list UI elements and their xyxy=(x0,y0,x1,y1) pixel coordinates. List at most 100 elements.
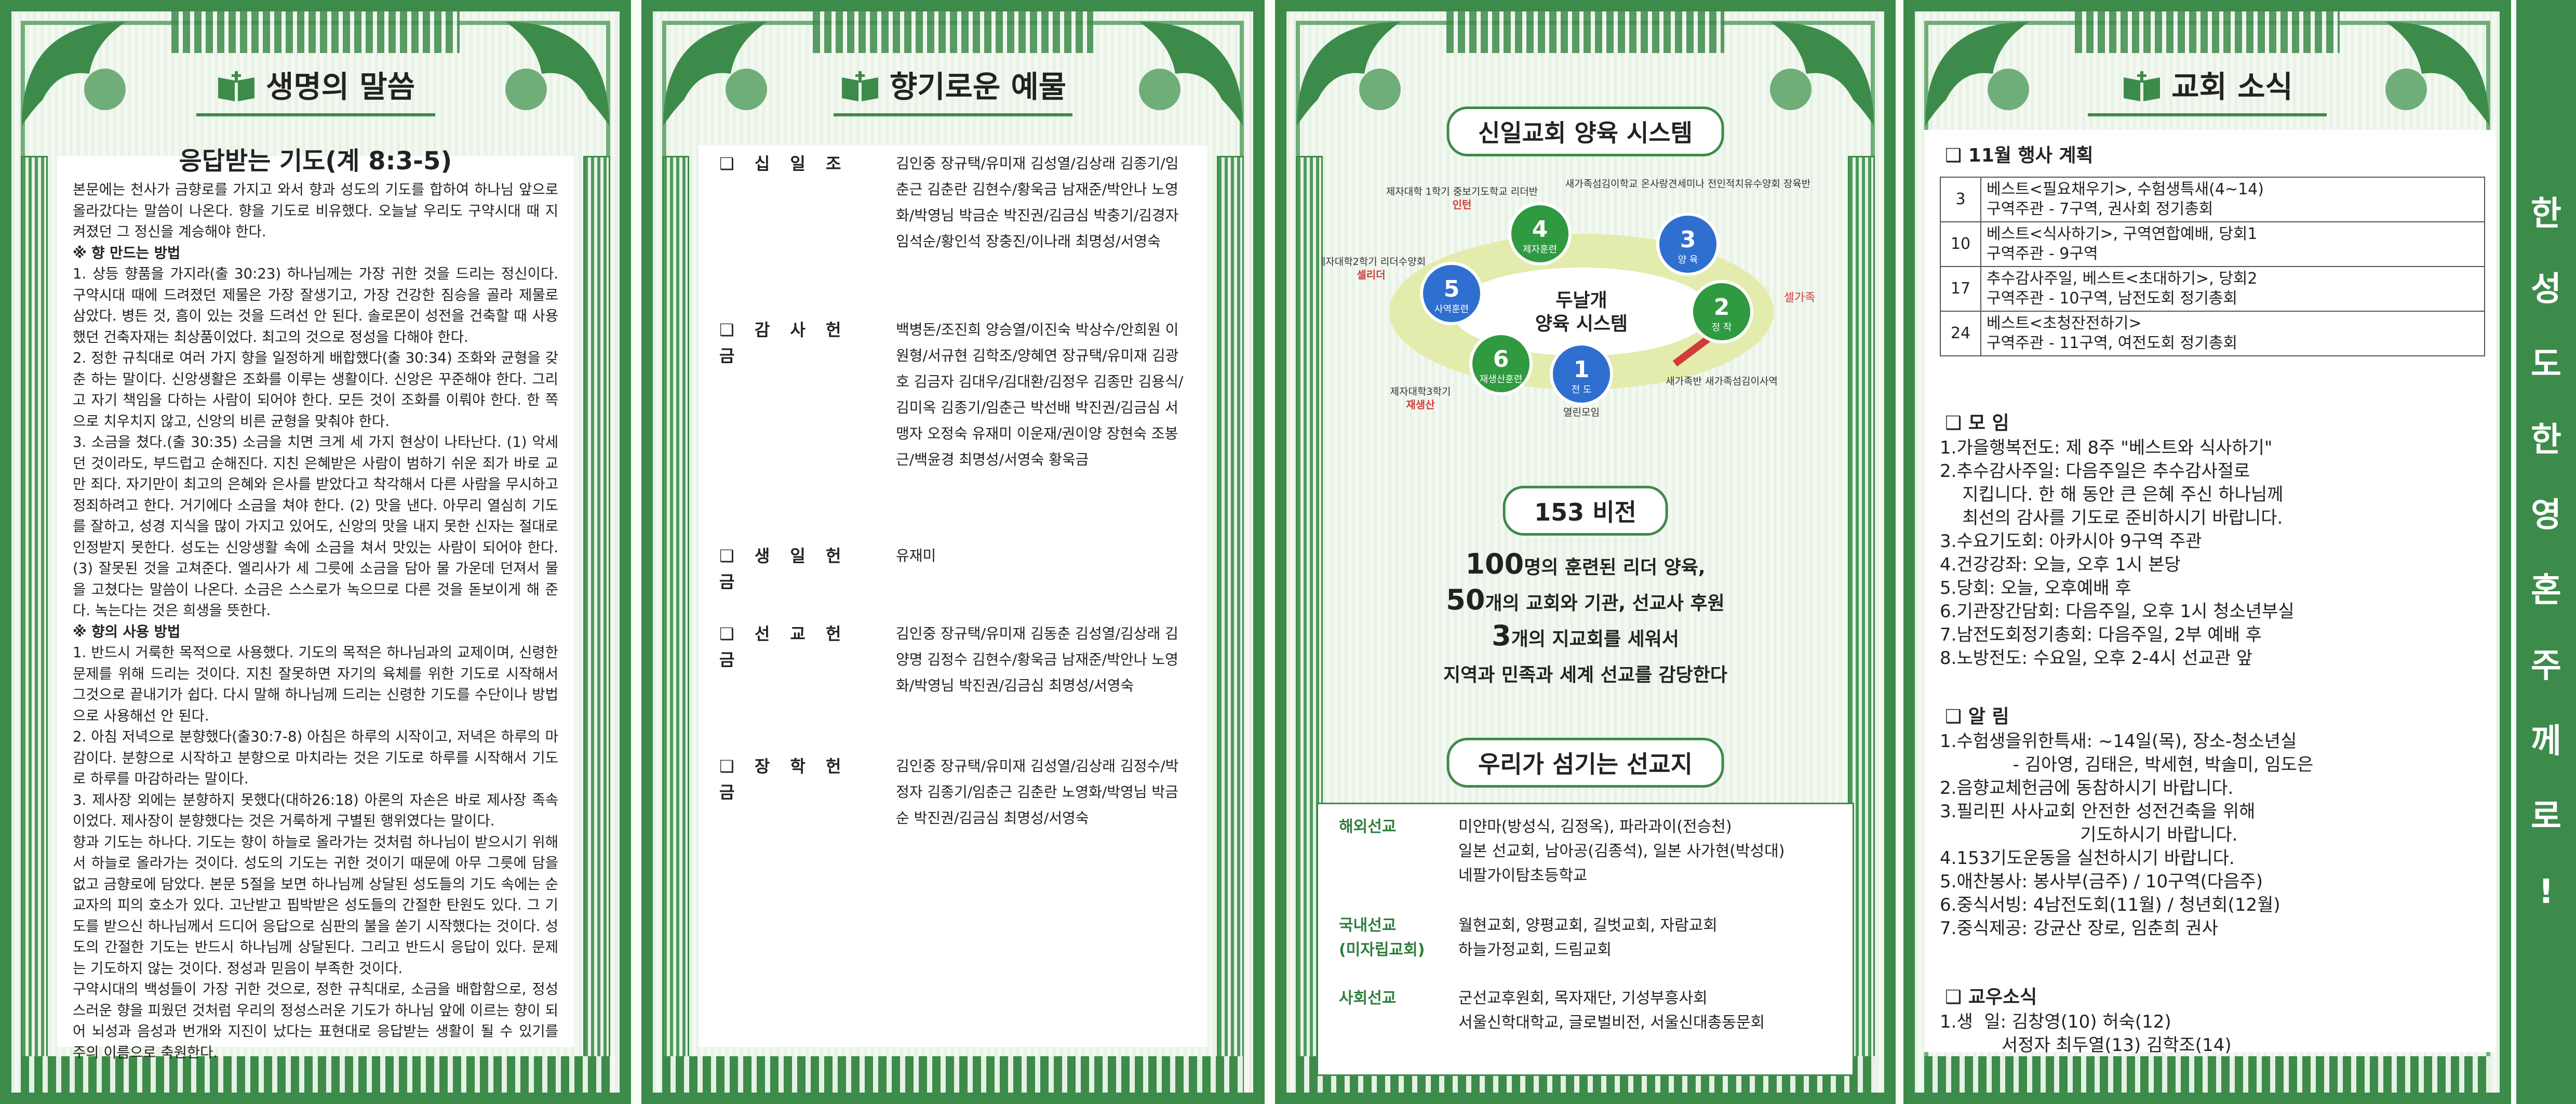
list-item: 4.153기도운동을 실천하시기 바랍니다. xyxy=(1940,848,2235,869)
mission-category: 국내선교 (미자립교회) xyxy=(1339,916,1425,959)
corner-ornament-icon xyxy=(1925,22,2029,126)
mission-title-badge: 우리가 섬기는 선교지 xyxy=(1446,738,1724,788)
stage-caption: 새가족섬김이학교 온사랑견세미나 전인적치유수양회 장육반 xyxy=(1565,178,1811,190)
offering-names: 유재미 xyxy=(896,547,936,564)
offering-label: ❑ 장 학 헌 금 xyxy=(719,756,849,802)
stage-number: 4 xyxy=(1532,216,1548,243)
motto-char: 혼 xyxy=(2531,571,2561,610)
mission-row-overseas: 해외선교 미얀마(방성식, 김정옥), 파라과이(전승천) 일본 선교회, 남아… xyxy=(1339,815,1842,888)
sermon-paragraph: 2. 아침 저녁으로 분향했다(출30:7-8) 아침은 하루의 시작이고, 저… xyxy=(73,728,558,787)
stage-name: 전 도 xyxy=(1572,384,1592,395)
members-title: ❑ 교우소식 xyxy=(1945,987,2037,1008)
stage-name: 재생산훈련 xyxy=(1480,374,1523,385)
stage-name: 제자훈련 xyxy=(1523,244,1557,255)
list-item: 3.수요기도회: 아카시아 9구역 주관 xyxy=(1940,531,2202,552)
sermon-body: 본문에는 천사가 금향로를 가지고 와서 향과 성도의 기도를 합하여 하나님 … xyxy=(73,179,558,1063)
sermon-paragraph: 2. 정한 규칙대로 여러 가지 향을 일정하게 배합했다(출 30:34) 조… xyxy=(73,350,558,430)
corner-ornament-icon xyxy=(1139,22,1243,126)
sermon-title: 응답받는 기도(계 8:3-5) xyxy=(179,147,452,176)
motto-char: 한 xyxy=(2531,421,2561,459)
sermon-content: 응답받는 기도(계 8:3-5) 본문에는 천사가 금향로를 가지고 와서 향과… xyxy=(57,147,574,1061)
list-item: 5.애찬봉사: 봉사부(금주) / 10구역(다음주) xyxy=(1940,871,2263,892)
mission-line: 군선교후원회, 목자재단, 기성부흥사회 xyxy=(1458,989,1708,1007)
list-item: 2.음향교체헌금에 동참하시기 바랍니다. xyxy=(1940,778,2234,799)
mission-category: 사회선교 xyxy=(1339,989,1397,1007)
sermon-paragraph: 1. 반드시 거룩한 목적으로 사용했다. 기도의 목적은 하나님과의 교제이며… xyxy=(73,644,558,724)
stage-caption: 제자대학2학기 리더수양회 xyxy=(1322,256,1426,268)
stage-number: 6 xyxy=(1493,346,1509,373)
list-item: 지킵니다. 한 해 동안 큰 은혜 주신 하나님께 xyxy=(1940,484,2284,505)
vision-title: 153 비전 xyxy=(1534,498,1636,526)
left-pillar xyxy=(662,156,689,1062)
offering-names: 백병돈/조진희 양승열/이진숙 박상수/안희원 이원형/서규현 김학조/양혜연 … xyxy=(896,321,1184,468)
corner-ornament-icon xyxy=(663,22,767,126)
bottom-border xyxy=(21,1056,610,1093)
mission-row-domestic: 국내선교 (미자립교회) 월현교회, 양평교회, 길벗교회, 자람교회 하늘가정… xyxy=(1339,913,1842,962)
corner-ornament-icon xyxy=(2385,22,2489,126)
left-pillar xyxy=(21,156,48,1062)
stage-node-5 xyxy=(1420,262,1483,325)
title-underline xyxy=(834,113,1072,116)
offering-row-tithe: ❑ 십 일 조 김인중 장규택/유미재 김성열/김상래 김종기/임춘근 김춘란 … xyxy=(719,151,1187,255)
top-border xyxy=(813,11,1093,53)
list-item: 7.남전도회정기총회: 다음주일, 2부 예배 후 xyxy=(1940,624,2262,645)
bottom-border xyxy=(662,1056,1244,1093)
notices-title: ❑ 알 림 xyxy=(1945,706,2009,727)
motto-char: 께 xyxy=(2531,722,2561,761)
panel-title: 생명의 말씀 xyxy=(0,62,631,116)
list-item: 5.당회: 오늘, 오후예배 후 xyxy=(1940,578,2131,598)
offering-names: 김인중 장규택/유미재 김성열/김상래 김종기/임춘근 김춘란 김현수/황욱금 … xyxy=(896,155,1179,250)
panel-title: 향기로운 예물 xyxy=(641,62,1265,116)
title-underline xyxy=(196,113,435,116)
motto-char: 로 xyxy=(2531,797,2561,836)
stage-caption: 새가족반 새가족섬김이사역 xyxy=(1666,376,1778,387)
corner-ornament-icon xyxy=(1297,22,1401,126)
meetings-list: 1.가을행복전도: 제 8주 "베스트와 식사하기" 2.추수감사주일: 다음주… xyxy=(1940,436,2496,670)
bible-cross-icon xyxy=(841,71,878,101)
motto-char: 주 xyxy=(2531,647,2561,685)
offering-names: 김인중 장규택/유미재 김성열/김상래 김정수/박정자 김종기/임춘근 김춘란 … xyxy=(896,757,1179,827)
offering-row-scholarship: ❑ 장 학 헌 금 김인중 장규택/유미재 김성열/김상래 김정수/박정자 김종… xyxy=(719,753,1187,831)
vision-line: 3개의 지교회를 세워서 xyxy=(1492,619,1679,652)
panel-title-text: 향기로운 예물 xyxy=(889,69,1067,104)
offering-names: 김인중 장규택/유미재 김동춘 김성열/김상래 김양명 김정수 김현수/황욱금 … xyxy=(896,625,1178,694)
motto-char: 도 xyxy=(2531,345,2561,384)
motto-char: ! xyxy=(2538,873,2554,911)
system-title: 신일교회 양육 시스템 xyxy=(1478,119,1693,147)
mission-list: 해외선교 미얀마(방성식, 김정옥), 파라과이(전승천) 일본 선교회, 남아… xyxy=(1317,803,1854,1076)
mission-line: 일본 선교회, 남아공(김종석), 일본 사가현(박성대) xyxy=(1458,842,1785,860)
stage-role: 인턴 xyxy=(1453,198,1472,211)
list-item: 6.기관장간담회: 다음주일, 오후 1시 청소년부실 xyxy=(1940,601,2295,622)
sermon-heading: ※ 향의 사용 방법 xyxy=(73,623,181,640)
mission-line: 하늘가정교회, 드림교회 xyxy=(1458,941,1612,959)
stage-number: 1 xyxy=(1574,356,1590,383)
offering-row-thanks: ❑ 감 사 헌 금 백병돈/조진희 양승열/이진숙 박상수/안희원 이원형/서규… xyxy=(719,317,1187,473)
center-label-1: 두날개 xyxy=(1555,290,1607,311)
vision-line: 100명의 훈련된 리더 양육, xyxy=(1465,548,1706,580)
stage-node-3 xyxy=(1656,212,1720,276)
list-item: 4.건강강좌: 오늘, 오후 1시 본당 xyxy=(1940,554,2181,575)
panel-title: 교회 소식 xyxy=(1903,62,2511,116)
center-label-2: 양육 시스템 xyxy=(1535,313,1628,335)
system-title-badge: 신일교회 양육 시스템 xyxy=(1446,107,1724,156)
offering-row-mission: ❑ 선 교 헌 금 김인중 장규택/유미재 김동춘 김성열/김상래 김양명 김정… xyxy=(719,621,1187,699)
stage-node-6 xyxy=(1469,332,1533,395)
motto-char: 성 xyxy=(2531,270,2561,309)
bible-cross-icon xyxy=(218,71,254,101)
mission-category: 해외선교 xyxy=(1339,818,1397,836)
list-item: 최선의 감사를 기도로 준비하시기 바랍니다. xyxy=(1940,508,2283,528)
title-underline xyxy=(2088,113,2327,116)
corner-ornament-icon xyxy=(22,22,126,126)
bible-cross-icon xyxy=(2124,71,2161,101)
mission-line: 미얀마(방성식, 김정옥), 파라과이(전승천) xyxy=(1458,818,1732,836)
sermon-panel: 생명의 말씀 응답받는 기도(계 8:3-5) 본문에는 천사가 금향로를 가지… xyxy=(0,0,631,1104)
stage-caption: 제자대학3학기 xyxy=(1390,386,1451,397)
sermon-paragraph: 1. 상등 향품을 가지라(출 30:23) 하나님께는 가장 귀한 것을 드리… xyxy=(73,265,558,345)
motto-char: 영 xyxy=(2531,496,2561,535)
stage-node-1 xyxy=(1550,342,1613,406)
notices-list: 1.수험생을위한특새: ~14일(목), 장소-청소년실 - 김아영, 김태은,… xyxy=(1940,730,2496,940)
